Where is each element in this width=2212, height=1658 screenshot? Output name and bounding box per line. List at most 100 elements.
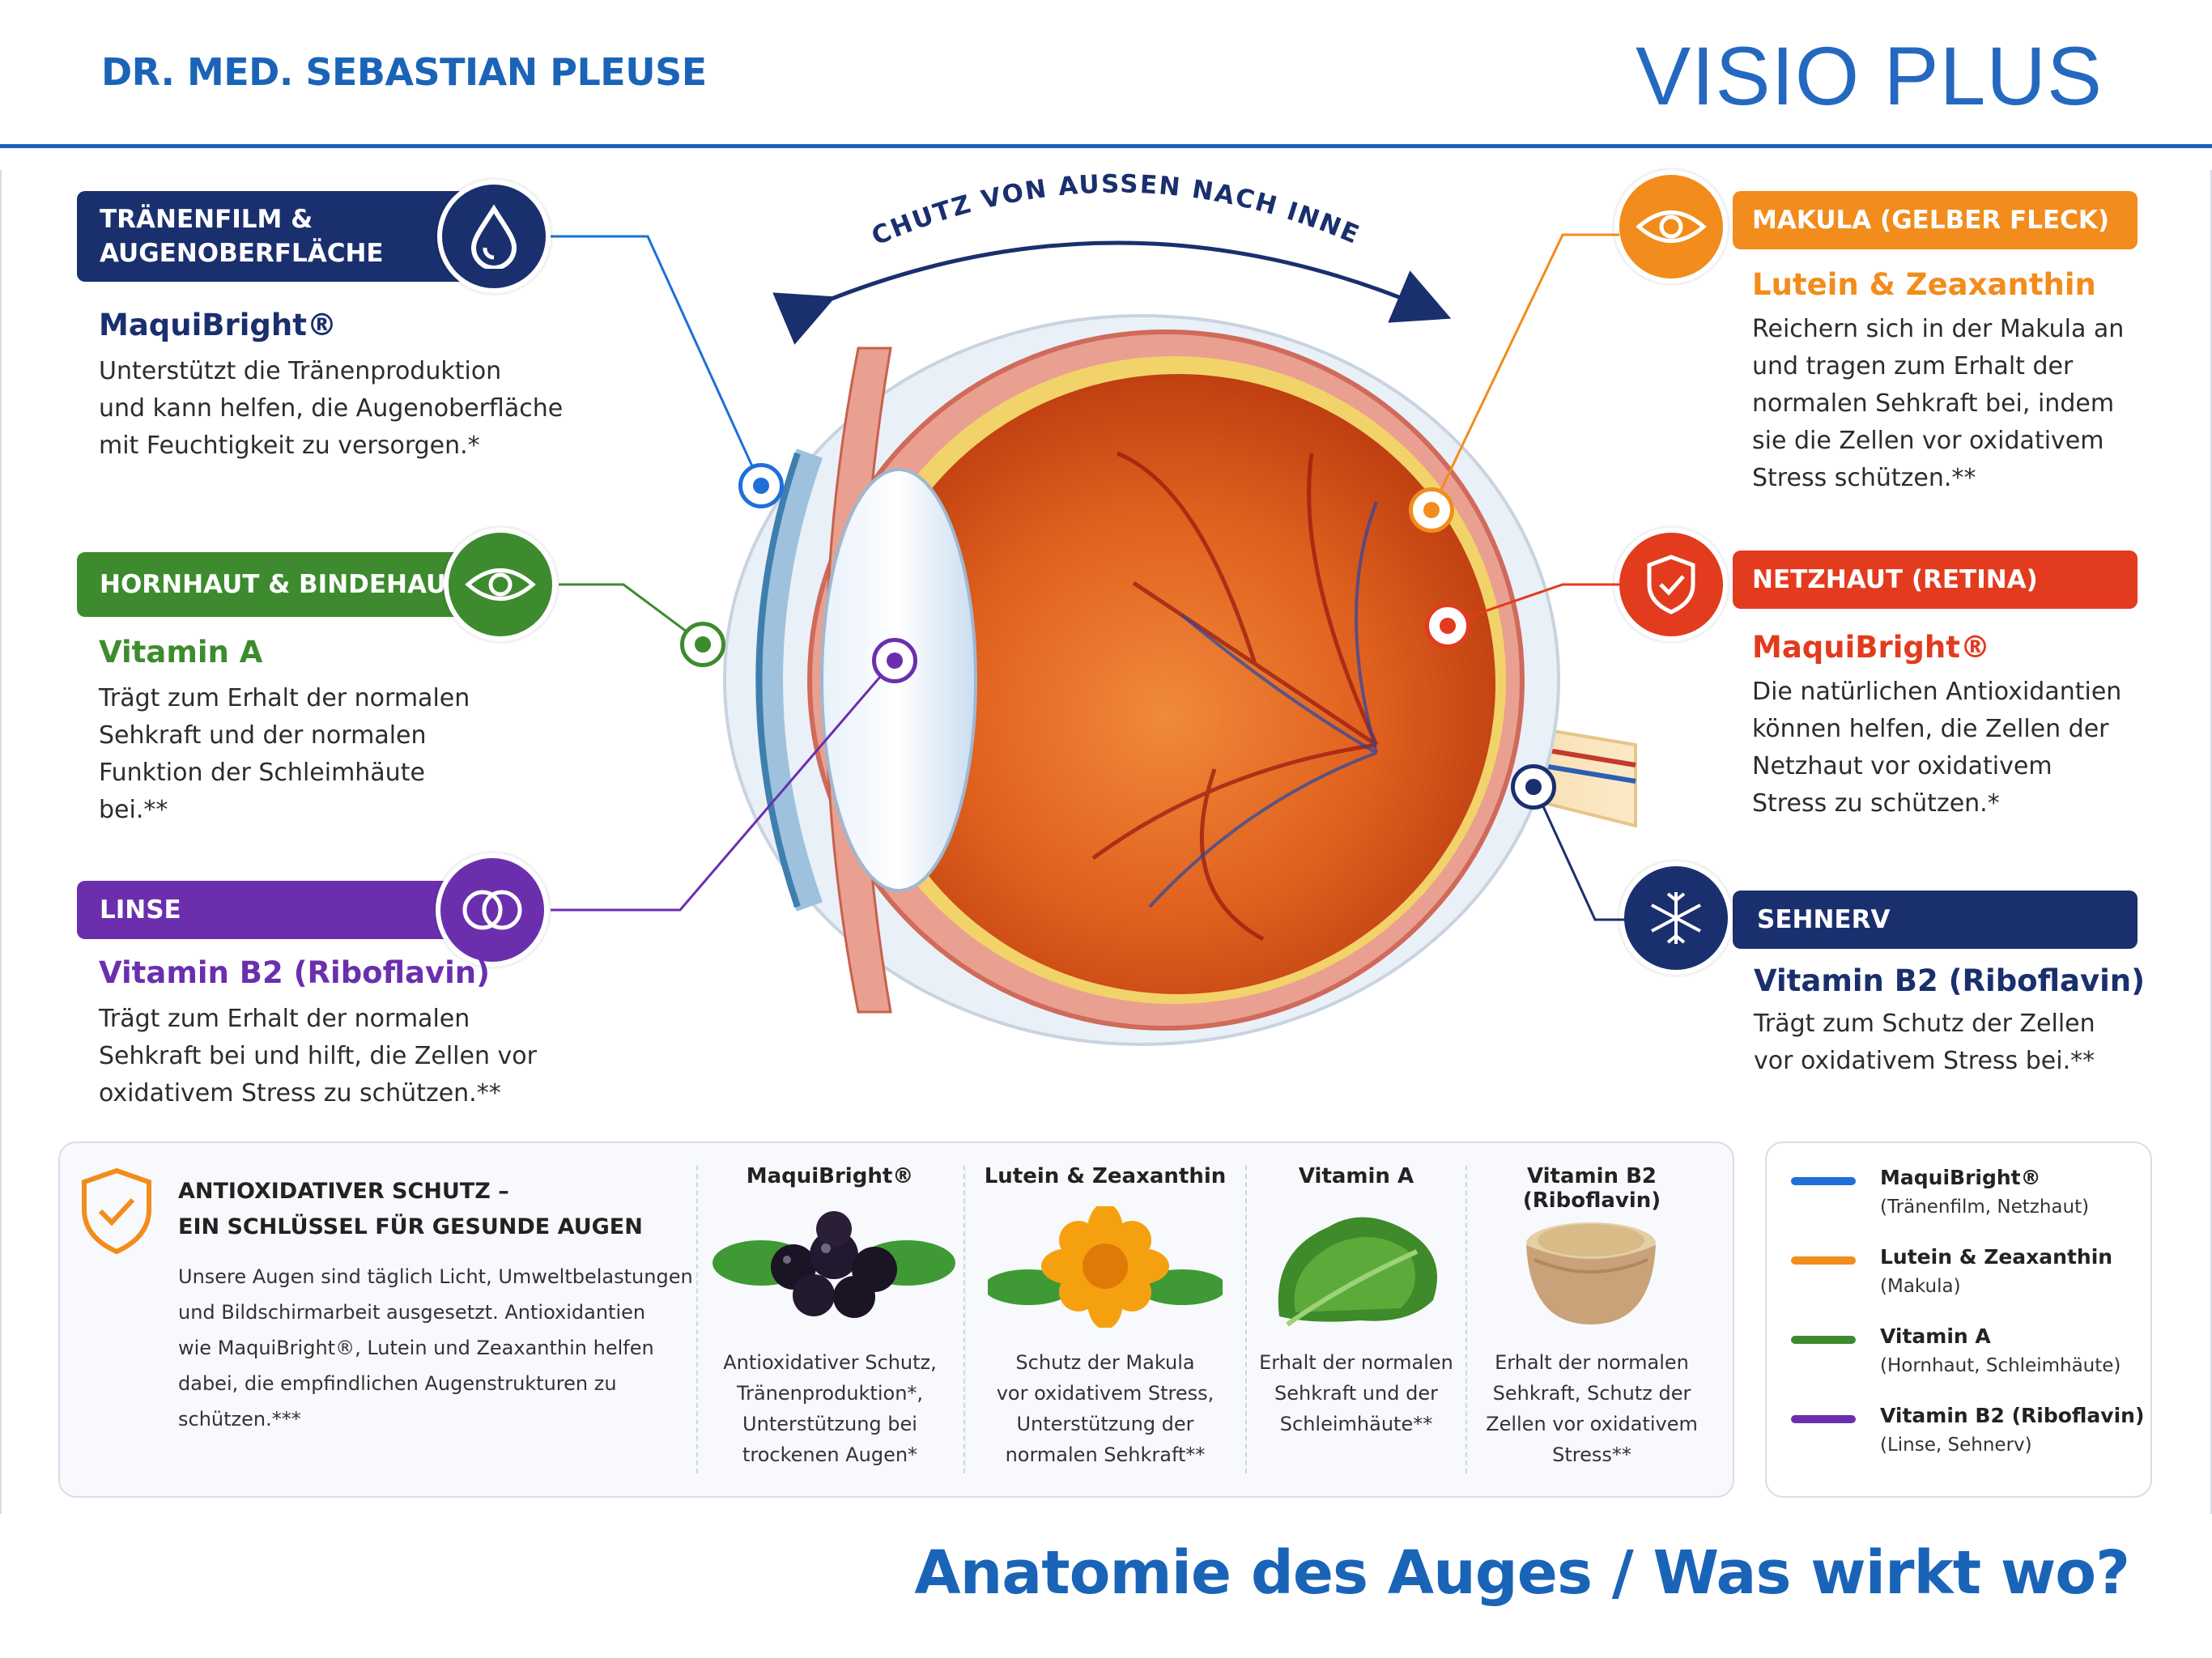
legend-swatch-vitamin-a <box>1791 1336 1856 1344</box>
body-line: vor oxidativem Stress bei.** <box>1754 1047 2095 1075</box>
desc-line: Antioxidativer Schutz, <box>723 1351 937 1374</box>
desc-line: Zellen vor oxidativem <box>1486 1413 1698 1435</box>
marker-lens <box>872 638 917 683</box>
desc-line: Schleimhäute** <box>1279 1413 1433 1435</box>
legend-panel <box>1765 1141 2152 1498</box>
column-divider <box>963 1166 965 1473</box>
icon-badge-cornea <box>444 528 557 641</box>
label-retina: NETZHAUT (RETINA) <box>1733 551 2138 609</box>
label-macula-text: MAKULA (GELBER FLECK) <box>1752 206 2110 235</box>
column-divider <box>696 1166 698 1473</box>
body-line: oxidativem Stress zu schützen.** <box>99 1079 501 1107</box>
desc-line: Erhalt der normalen <box>1495 1351 1689 1374</box>
brand-name: DR. MED. SEBASTIAN PLEUSE <box>101 50 707 94</box>
heading-macula: Lutein & Zeaxanthin <box>1752 267 2096 302</box>
antioxidant-panel <box>58 1141 1734 1498</box>
body-line: Stress schützen.** <box>1752 464 1976 492</box>
body-line: Stress zu schützen.* <box>1752 789 2000 818</box>
icon-badge-retina <box>1614 528 1728 641</box>
body-lens: Trägt zum Erhalt der normalen Sehkraft b… <box>99 1001 537 1112</box>
desc-line: Tränenproduktion*, <box>736 1382 924 1405</box>
legend-name: Vitamin B2 (Riboflavin) <box>1880 1404 2145 1427</box>
body-line: und Bildschirmarbeit ausgesetzt. Antioxi… <box>178 1301 646 1324</box>
column-divider <box>1245 1166 1247 1473</box>
desc-line: Sehkraft, Schutz der <box>1492 1382 1691 1405</box>
body-line: dabei, die empfindlichen Augenstrukturen… <box>178 1372 617 1395</box>
legend-detail: (Tränenfilm, Netzhaut) <box>1880 1197 2090 1218</box>
desc-line: vor oxidativem Stress, <box>996 1382 1214 1405</box>
body-line: Trägt zum Erhalt der normalen <box>99 684 470 712</box>
powder-bowl-image <box>1526 1222 1656 1324</box>
body-line: normalen Sehkraft bei, indem <box>1752 389 2115 418</box>
marker-optic-nerve <box>1511 764 1556 810</box>
body-line: mit Feuchtigkeit zu versorgen.* <box>99 432 480 460</box>
body-line: Trägt zum Erhalt der normalen <box>99 1005 470 1033</box>
antioxidant-title: ANTIOXIDATIVER SCHUTZ – EIN SCHLÜSSEL FÜ… <box>178 1174 643 1245</box>
body-line: Reichern sich in der Makula an <box>1752 315 2125 343</box>
label-tear-film: TRÄNENFILM & AUGENOBERFLÄCHE <box>77 191 498 282</box>
label-optic-nerve-text: SEHNERV <box>1757 905 1891 934</box>
body-line: und tragen zum Erhalt der <box>1752 352 2074 380</box>
antioxidant-title-line2: EIN SCHLÜSSEL FÜR GESUNDE AUGEN <box>178 1214 643 1239</box>
body-line: Trägt zum Schutz der Zellen <box>1754 1010 2095 1038</box>
label-macula: MAKULA (GELBER FLECK) <box>1733 191 2138 249</box>
desc-line: trockenen Augen* <box>742 1443 918 1466</box>
heading-retina: MaquiBright® <box>1752 630 1990 665</box>
water-drop-icon <box>470 204 517 269</box>
legend-swatch-vitamin-b2 <box>1791 1415 1856 1423</box>
body-line: Netzhaut vor oxidativem <box>1752 752 2052 780</box>
desc-line: Stress** <box>1552 1443 1631 1466</box>
desc-line: Schutz der Makula <box>1015 1351 1195 1374</box>
nerve-icon <box>1651 892 1701 944</box>
ingredient-name: Vitamin A <box>1298 1164 1414 1188</box>
heading-tear-film: MaquiBright® <box>99 308 337 342</box>
desc-line: Unterstützung der <box>1016 1413 1194 1435</box>
legend-name: MaquiBright® <box>1880 1166 2041 1189</box>
label-optic-nerve: SEHNERV <box>1733 891 2138 949</box>
body-cornea: Trägt zum Erhalt der normalen Sehkraft u… <box>99 680 470 829</box>
body-line: Sehkraft und der normalen <box>99 721 427 750</box>
ingredient-name: MaquiBright® <box>746 1164 914 1188</box>
heading-cornea: Vitamin A <box>99 635 263 670</box>
body-line: Funktion der Schleimhäute <box>99 759 425 787</box>
ingredient-description: Erhalt der normalen Sehkraft, Schutz der… <box>1470 1347 1713 1470</box>
legend-detail: (Linse, Sehnerv) <box>1880 1435 2032 1456</box>
heading-lens: Vitamin B2 (Riboflavin) <box>99 955 491 990</box>
brand-logo-text: VISIO PLUS <box>1636 30 2103 122</box>
ingredient-description: Erhalt der normalen Sehkraft und der Sch… <box>1253 1347 1459 1439</box>
marker-retina <box>1425 603 1470 648</box>
legend-name: Lutein & Zeaxanthin <box>1880 1245 2113 1269</box>
icon-badge-macula <box>1614 170 1728 283</box>
antioxidant-body: Unsere Augen sind täglich Licht, Umweltb… <box>178 1259 693 1437</box>
body-line: und kann helfen, die Augenoberfläche <box>99 394 564 423</box>
column-divider <box>1465 1166 1467 1473</box>
legend-detail: (Hornhaut, Schleimhäute) <box>1880 1355 2121 1376</box>
desc-line: Sehkraft und der <box>1274 1382 1438 1405</box>
marigold-flower-image <box>988 1206 1223 1328</box>
lens-rings-icon <box>462 890 522 930</box>
body-macula: Reichern sich in der Makula an und trage… <box>1752 311 2124 497</box>
label-lens-text: LINSE <box>100 895 181 925</box>
body-optic-nerve: Trägt zum Schutz der Zellen vor oxidativ… <box>1754 1005 2095 1080</box>
header-divider <box>0 144 2212 148</box>
icon-badge-optic-nerve <box>1619 861 1733 975</box>
marker-macula <box>1409 487 1454 533</box>
body-tear-film: Unterstützt die Tränenproduktion und kan… <box>99 353 563 465</box>
body-line: sie die Zellen vor oxidativem <box>1752 427 2104 455</box>
body-line: können helfen, die Zellen der <box>1752 715 2109 743</box>
label-tear-film-line1: TRÄNENFILM & <box>100 205 313 234</box>
maqui-berries-image <box>713 1211 955 1318</box>
label-lens: LINSE <box>77 881 498 939</box>
body-line: Die natürlichen Antioxidantien <box>1752 678 2122 706</box>
ingredient-description: Schutz der Makula vor oxidativem Stress,… <box>972 1347 1239 1470</box>
label-tear-film-line2: AUGENOBERFLÄCHE <box>100 239 384 268</box>
heading-optic-nerve: Vitamin B2 (Riboflavin) <box>1754 963 2146 998</box>
body-line: Unsere Augen sind täglich Licht, Umweltb… <box>178 1265 693 1288</box>
shield-check-icon <box>1647 555 1695 614</box>
body-retina: Die natürlichen Antioxidantien können he… <box>1752 674 2121 823</box>
body-line: bei.** <box>99 796 168 824</box>
shield-check-icon <box>82 1167 151 1255</box>
legend-detail: (Makula) <box>1880 1276 1961 1297</box>
icon-badge-lens <box>436 853 549 967</box>
